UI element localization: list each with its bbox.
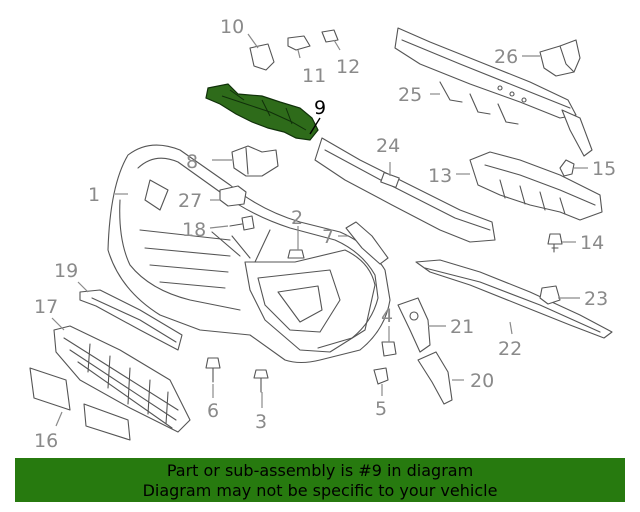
callout-23: 23 [584,288,608,310]
parts-diagram: 1 2 3 4 5 6 7 8 9 10 11 12 13 14 15 16 1… [29,16,616,452]
part-10-bracket [249,43,275,71]
callout-12: 12 [336,56,360,78]
callout-8: 8 [186,151,198,173]
callout-5: 5 [375,398,387,420]
part-27-sensor [219,185,247,207]
callout-2: 2 [291,207,303,229]
callout-9: 9 [314,97,326,119]
callout-3: 3 [255,411,267,433]
callout-22: 22 [498,338,522,360]
part-23-bracket [539,285,561,305]
callout-16: 16 [34,430,58,452]
callout-6: 6 [207,400,219,422]
part-5-clip [373,367,389,385]
part-14-bolt [547,233,563,253]
part-11-clip [287,35,311,51]
part-6-screw [205,357,221,383]
part-2-grommet [287,249,305,259]
part-3-screw [253,369,269,393]
callout-27: 27 [178,190,202,212]
callout-21: 21 [450,316,474,338]
part-15-clip [559,159,575,177]
callout-11: 11 [302,65,326,87]
part-12-screw [321,29,339,43]
part-17-lower-grille [53,325,191,433]
callout-13: 13 [428,165,452,187]
callout-17: 17 [34,296,58,318]
part-13-retainer [469,151,603,221]
info-banner: Part or sub-assembly is #9 in diagram Di… [15,458,625,502]
part-9-bracket-highlighted [205,83,319,141]
part-4-clip [381,341,397,357]
callout-14: 14 [580,232,604,254]
callout-10: 10 [220,16,244,38]
part-24-absorber [314,137,496,243]
callout-19: 19 [54,260,78,282]
part-26-bracket [539,39,581,77]
part-16-plate-bracket [29,367,131,441]
part-7-bracket [345,221,389,265]
part-20-cover [417,351,453,405]
part-21-cover [397,297,431,353]
callout-7: 7 [322,226,334,248]
callout-24: 24 [376,135,400,157]
banner-line-2: Diagram may not be specific to your vehi… [142,481,498,500]
leader-lines [51,33,588,427]
part-1-bumper-cover [107,144,391,364]
part-8-bracket [231,145,279,177]
callout-20: 20 [470,370,494,392]
part-18-bolt [229,215,255,231]
banner-line-1: Part or sub-assembly is #9 in diagram [166,461,474,480]
part-19-trim-strip [79,289,183,351]
part-25-reinforcement [394,27,593,157]
callout-26: 26 [494,46,518,68]
callout-18: 18 [182,219,206,241]
callout-15: 15 [592,158,616,180]
callout-1: 1 [88,184,100,206]
part-22-lower-spoiler [415,259,613,339]
callout-25: 25 [398,84,422,106]
callout-4: 4 [381,305,393,327]
